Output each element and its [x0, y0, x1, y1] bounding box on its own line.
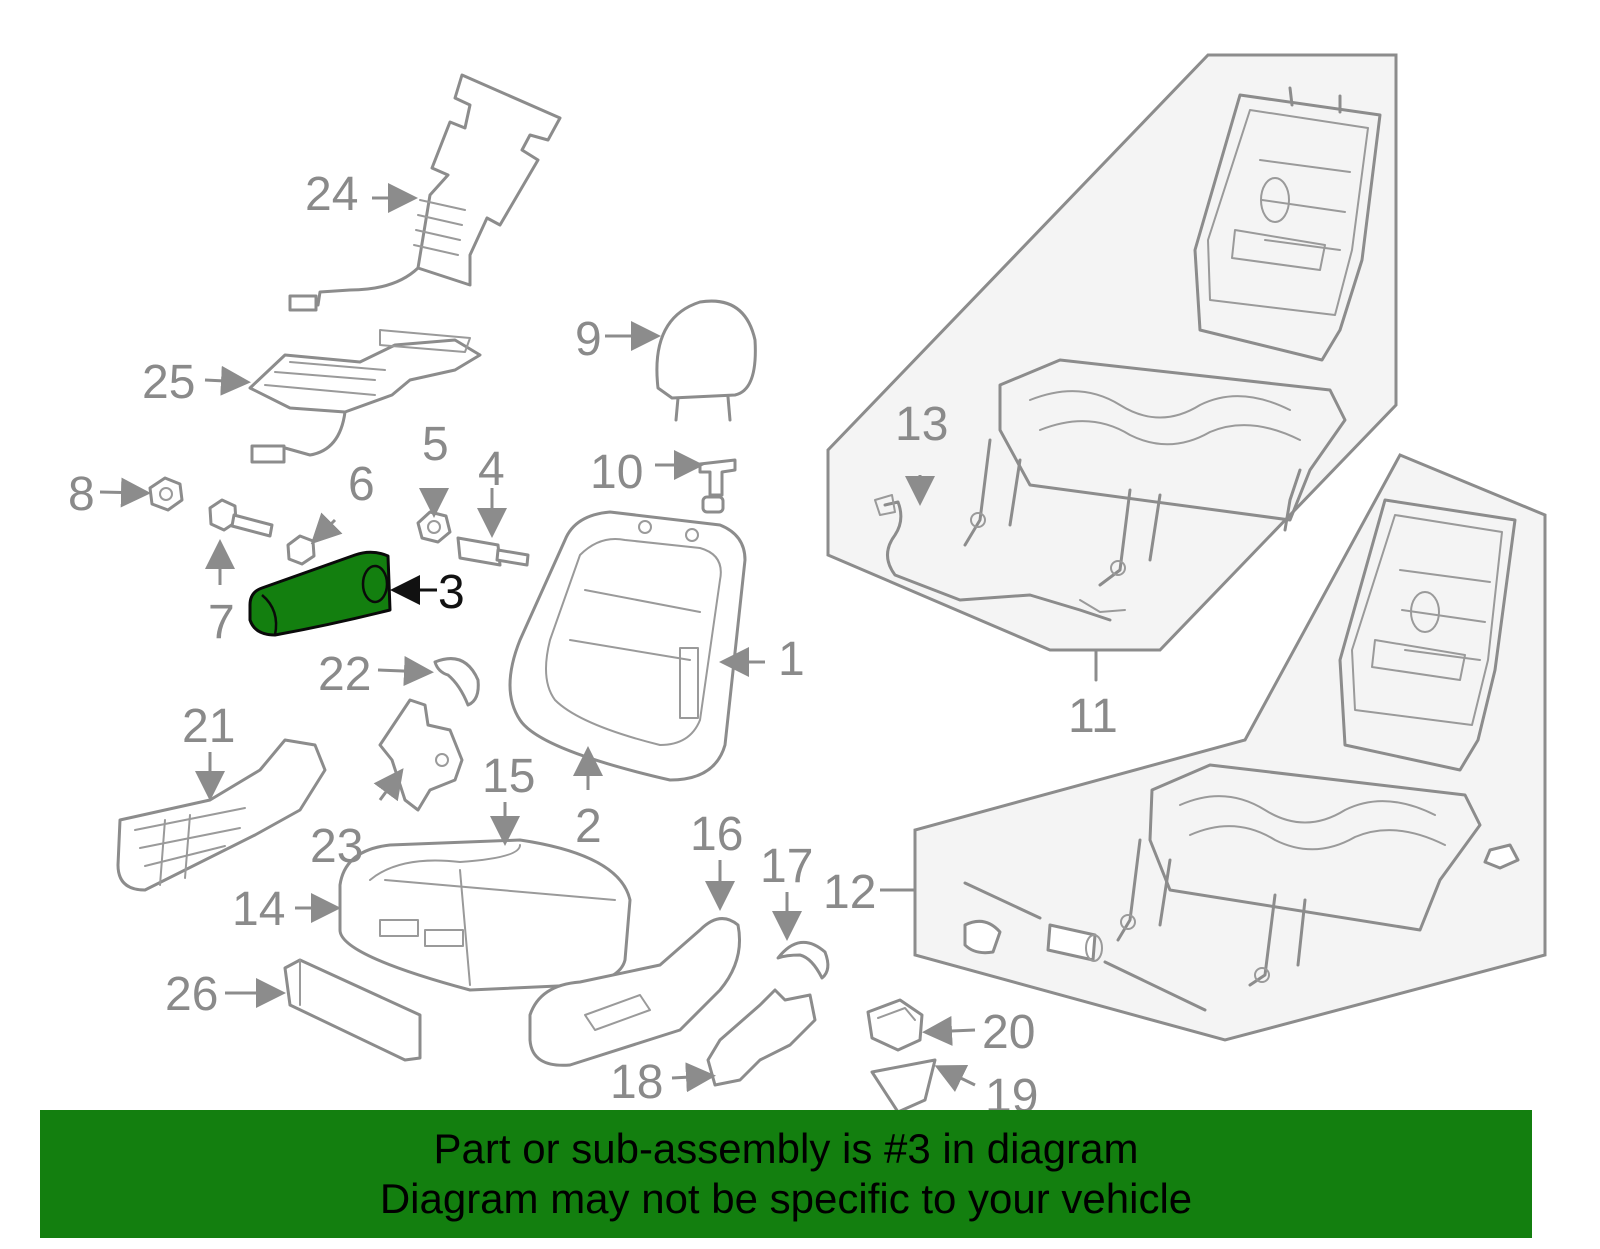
part-19-cover: [870, 1058, 937, 1114]
callout-9: 9: [575, 313, 602, 366]
callout-7: 7: [208, 596, 235, 649]
part-8-nut: [148, 476, 184, 512]
part-17-clip: [776, 941, 830, 980]
callout-4: 4: [478, 443, 505, 496]
part-3-armrest-highlighted: [248, 550, 392, 637]
callout-18: 18: [610, 1056, 663, 1109]
callout-14: 14: [232, 883, 285, 936]
callout-23: 23: [310, 820, 363, 873]
callout-21: 21: [182, 700, 235, 753]
callout-13: 13: [895, 398, 948, 451]
part-25-heater-mat: [248, 329, 482, 464]
callout-24: 24: [305, 168, 358, 221]
banner-line-part-number: Part or sub-assembly is #3 in diagram: [433, 1125, 1139, 1172]
part-24-heater-mat: [288, 73, 562, 312]
callout-17: 17: [760, 840, 813, 893]
callout-numbers: 1 2 3 4 5 6 7 8 9 10 11 12 13 14 15 16 1…: [68, 168, 1118, 1123]
callout-20: 20: [982, 1006, 1035, 1059]
callout-15: 15: [482, 750, 535, 803]
part-1-2-seat-back: [508, 510, 747, 782]
callout-22: 22: [318, 648, 371, 701]
part-26-panel: [283, 958, 422, 1062]
part-20-cover: [866, 998, 924, 1052]
part-7-bolt: [208, 498, 274, 538]
part-18-bracket: [706, 988, 817, 1087]
part-9-headrest: [655, 299, 757, 422]
part-16-side-cover: [528, 917, 742, 1067]
callout-3: 3: [438, 566, 465, 619]
part-10-guide: [698, 458, 737, 514]
seat-frame-panel-12: [913, 453, 1547, 1042]
part-14-15-seat-cushion: [338, 838, 632, 992]
part-5-nut: [416, 510, 452, 544]
leader-lines: [99, 183, 976, 1093]
part-6-nut: [286, 534, 316, 566]
seat-frame-panel-11: [826, 53, 1398, 682]
callout-25: 25: [142, 356, 195, 409]
callout-1: 1: [778, 633, 805, 686]
part-23-bracket: [378, 698, 464, 812]
part-4-stud: [456, 536, 530, 567]
callout-5: 5: [422, 418, 449, 471]
callout-11: 11: [1068, 690, 1118, 743]
callout-6: 6: [348, 458, 375, 511]
part-21-side-trim: [116, 738, 327, 892]
callout-8: 8: [68, 468, 95, 521]
callout-2: 2: [575, 800, 602, 853]
part-22-clip: [433, 657, 480, 707]
callout-12: 12: [823, 866, 876, 919]
banner-line-disclaimer: Diagram may not be specific to your vehi…: [379, 1175, 1193, 1222]
info-banner: Part or sub-assembly is #3 in diagram Di…: [40, 1110, 1532, 1238]
callout-26: 26: [165, 968, 218, 1021]
callout-16: 16: [690, 808, 743, 861]
callout-10: 10: [590, 446, 643, 499]
